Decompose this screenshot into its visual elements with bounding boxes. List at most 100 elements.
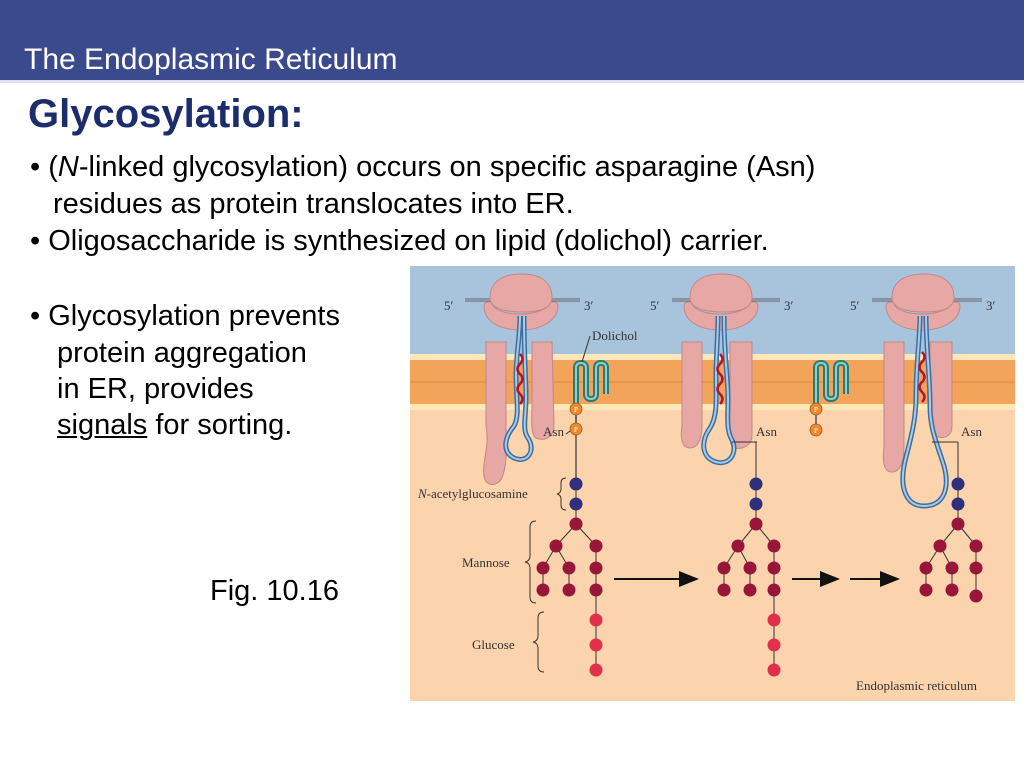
mrna-5-prime-label: 5′	[650, 298, 660, 313]
oligosaccharide-2	[717, 442, 781, 677]
mrna-3-prime-label: 3′	[986, 298, 996, 313]
title-bar	[0, 0, 1024, 80]
mrna-5-prime-label: 5′	[850, 298, 860, 313]
bullet-marker: •	[30, 225, 41, 257]
section-title: The Endoplasmic Reticulum	[24, 43, 398, 76]
mannose-residue	[743, 561, 757, 575]
bullet-2: • Oligosaccharide is synthesized on lipi…	[30, 223, 769, 260]
phosphate-label: P	[574, 406, 578, 414]
bullet-3-text: Glycosylation prevents	[48, 300, 340, 332]
bullet-3-line-1: • Glycosylation prevents	[30, 298, 340, 335]
glcnac-residue	[951, 477, 965, 491]
asn-label: Asn	[961, 424, 982, 439]
glucose-residue	[589, 613, 603, 627]
phosphate-label: P	[814, 427, 818, 435]
ribosome-large-subunit	[489, 273, 553, 313]
glucose-label: Glucose	[472, 637, 515, 652]
bullet-marker: •	[30, 300, 41, 332]
mannose-residue	[933, 539, 947, 553]
mrna-3-prime-label: 3′	[784, 298, 794, 313]
mannose-residue	[569, 517, 583, 531]
glucose-residue	[767, 613, 781, 627]
slide-heading: Glycosylation:	[28, 92, 304, 136]
mannose-residue	[589, 539, 603, 553]
glucose-residue	[767, 663, 781, 677]
mannose-residue	[969, 539, 983, 553]
asn-label: Asn	[756, 424, 777, 439]
glcnac-residue	[951, 497, 965, 511]
glucose-residue	[589, 638, 603, 652]
glcnac-residue	[569, 477, 583, 491]
bullet-1-line-2: residues as protein translocates into ER…	[53, 188, 574, 220]
mannose-residue	[945, 583, 959, 597]
oligosaccharide-1	[536, 477, 603, 677]
glucose-residue	[767, 638, 781, 652]
mannose-residue	[951, 517, 965, 531]
mannose-residue	[767, 583, 781, 597]
translocon-right	[729, 341, 753, 449]
ribosome-large-subunit	[689, 273, 753, 313]
mannose-residue	[767, 561, 781, 575]
mannose-residue	[919, 583, 933, 597]
glycosylation-diagram: 5′ 3′ Dolichol P P Asn	[410, 266, 1015, 701]
mannose-residue	[589, 561, 603, 575]
translocon-left	[483, 341, 507, 485]
mannose-residue	[767, 539, 781, 553]
translocon-complex-2: 5′ 3′	[650, 273, 794, 466]
dolichol-carrier-2: P P	[809, 359, 849, 437]
translocon-complex-3: 5′ 3′	[850, 273, 996, 509]
mannose-residue	[749, 517, 763, 531]
mrna-3-prime-label: 3′	[584, 298, 594, 313]
mannose-residue	[549, 539, 563, 553]
mannose-residue	[919, 561, 933, 575]
pyrophosphate-1: P P	[569, 402, 583, 481]
oligosaccharide-3	[919, 442, 983, 603]
dolichol-label: Dolichol	[592, 328, 638, 343]
ribosome-large-subunit	[891, 273, 955, 313]
bullet-3-line-4: signals for sorting.	[57, 407, 292, 444]
glcnac-residue	[569, 497, 583, 511]
mannose-residue	[562, 561, 576, 575]
phosphate-label: P	[814, 406, 818, 414]
mannose-bracket	[524, 520, 537, 604]
mannose-residue	[536, 583, 550, 597]
translocon-complex-1: 5′ 3′	[444, 273, 594, 485]
bullet-3-line-4-rest: for sorting.	[147, 409, 293, 441]
bullet-marker: •	[30, 151, 41, 183]
mannose-residue	[536, 561, 550, 575]
title-bar-divider	[0, 80, 1024, 83]
mannose-residue	[717, 583, 731, 597]
mannose-residue	[945, 561, 959, 575]
er-compartment-label: Endoplasmic reticulum	[856, 678, 977, 693]
bullet-3-line-3: in ER, provides	[57, 373, 254, 405]
mannose-residue	[969, 589, 983, 603]
translocon-left	[680, 341, 703, 449]
glycosylation-figure: 5′ 3′ Dolichol P P Asn	[410, 266, 1015, 701]
bullet-1-n-italic: N	[57, 151, 79, 183]
mannose-residue	[717, 561, 731, 575]
mannose-residue	[969, 561, 983, 575]
n-acetylglucosamine-label: N-acetylglucosamine	[417, 486, 528, 501]
signals-underlined: signals	[57, 409, 148, 441]
bullet-2-text: Oligosaccharide is synthesized on lipid …	[48, 225, 769, 257]
mannose-residue	[562, 583, 576, 597]
glucose-residue	[589, 663, 603, 677]
bullet-1-text: -linked glycosylation) occurs on specifi…	[78, 151, 816, 183]
mrna-5-prime-label: 5′	[444, 298, 454, 313]
ribosome-small-subunit	[885, 301, 961, 331]
asn-label: Asn	[543, 424, 564, 439]
bullet-3-line-2: protein aggregation	[57, 337, 307, 369]
glcnac-residue	[749, 477, 763, 491]
phosphate-label: P	[574, 426, 578, 434]
bullet-1-open-paren: (	[48, 151, 58, 183]
mannose-residue	[589, 583, 603, 597]
glcnac-bracket	[556, 477, 567, 511]
bullet-1-line-1: • (N-linked glycosylation) occurs on spe…	[30, 149, 815, 186]
mannose-label: Mannose	[462, 555, 510, 570]
translocon-right	[531, 341, 555, 440]
glucose-bracket	[532, 611, 545, 673]
dolichol-carrier-1: Dolichol	[573, 328, 638, 424]
figure-caption: Fig. 10.16	[210, 575, 339, 607]
translocon-left	[882, 341, 905, 473]
mannose-residue	[731, 539, 745, 553]
